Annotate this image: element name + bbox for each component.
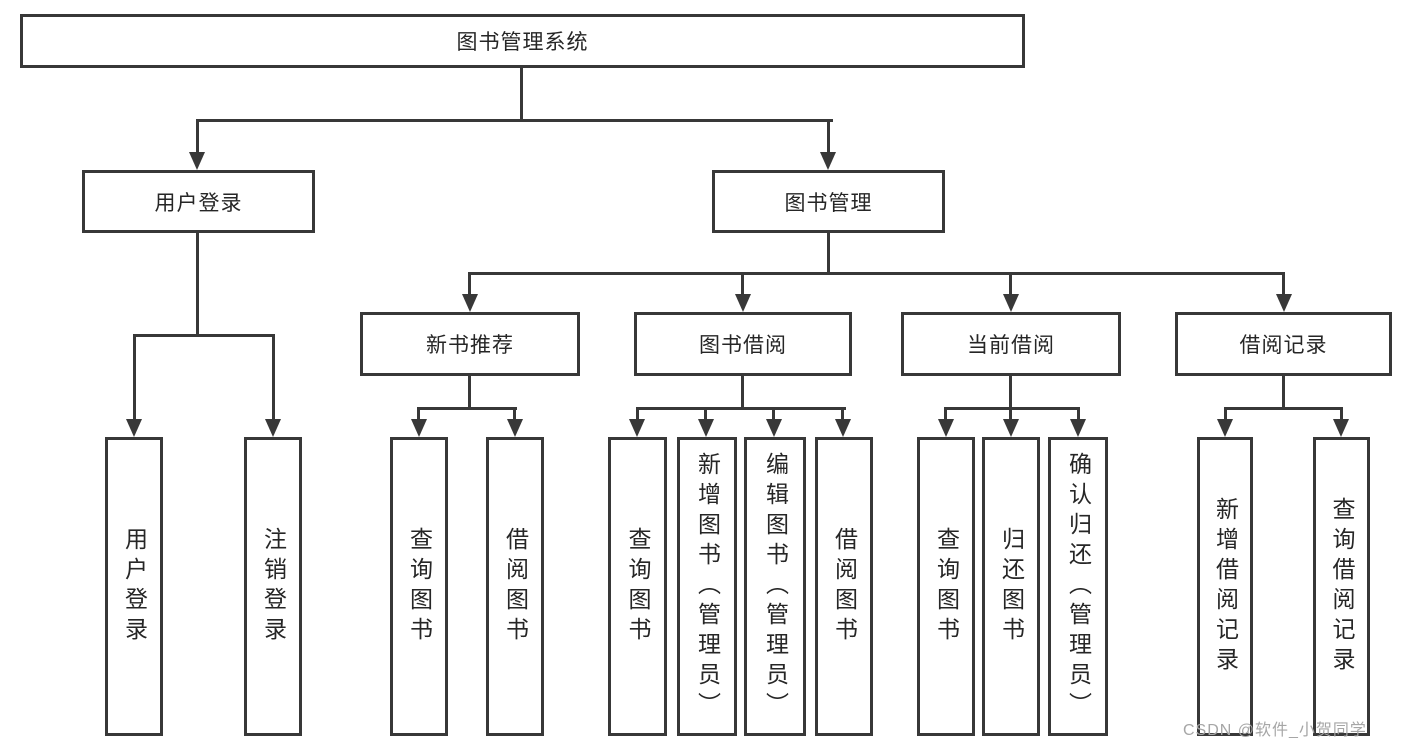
connector-current-borrow-drop-1 (944, 407, 947, 421)
connector-user-login-drop-1 (133, 334, 136, 420)
leaf-user-login-label: 用户登录 (121, 526, 148, 647)
connector-book-borrow-drop-2 (704, 407, 707, 421)
connector-user-login-branch (133, 334, 275, 337)
connector-book-mgmt-drop-1 (468, 272, 471, 296)
node-book-borrow-label: 图书借阅 (699, 334, 787, 357)
leaf-nbr-query-book-label: 查询图书 (406, 526, 433, 647)
connector-borrow-record-branch (1224, 407, 1343, 410)
connector-new-book-rec-stem (468, 376, 471, 409)
arrowhead-to-leaf-logout (265, 419, 281, 437)
connector-user-login-stem (196, 233, 199, 336)
leaf-bb-add-book: 新增图书（管理员） (677, 437, 737, 736)
node-root-label: 图书管理系统 (456, 31, 589, 54)
connector-new-book-rec-branch (417, 407, 517, 410)
node-borrow-record: 借阅记录 (1175, 312, 1392, 376)
connector-current-borrow-branch (944, 407, 1080, 410)
arrowhead-to-cb-confirm-return (1070, 419, 1086, 437)
leaf-br-add-record-label: 新增借阅记录 (1212, 496, 1239, 677)
leaf-logout-label: 注销登录 (260, 526, 287, 647)
connector-book-borrow-drop-4 (841, 407, 844, 421)
node-current-borrow-label: 当前借阅 (967, 334, 1055, 357)
arrowhead-to-new-book-rec (462, 294, 478, 312)
leaf-br-add-record: 新增借阅记录 (1197, 437, 1253, 736)
node-book-mgmt: 图书管理 (712, 170, 945, 233)
leaf-br-query-record: 查询借阅记录 (1313, 437, 1370, 736)
leaf-cb-return-book-label: 归还图书 (998, 526, 1025, 647)
node-book-mgmt-label: 图书管理 (784, 191, 873, 215)
leaf-user-login: 用户登录 (105, 437, 163, 736)
arrowhead-to-bb-add-book (698, 419, 714, 437)
connector-book-borrow-stem (741, 376, 744, 409)
leaf-cb-return-book: 归还图书 (982, 437, 1040, 736)
connector-root-branch (196, 119, 833, 122)
connector-book-borrow-drop-1 (636, 407, 639, 421)
arrowhead-to-bb-borrow-book (835, 419, 851, 437)
node-user-login-label: 用户登录 (154, 191, 243, 215)
connector-new-book-rec-drop-1 (417, 407, 420, 421)
leaf-nbr-borrow-book: 借阅图书 (486, 437, 544, 736)
connector-book-mgmt-drop-4 (1282, 272, 1285, 296)
connector-root-stem (520, 68, 523, 121)
csdn-watermark: CSDN @软件_小贺同学 (1183, 722, 1367, 739)
connector-borrow-record-drop-1 (1224, 407, 1227, 421)
node-borrow-record-label: 借阅记录 (1239, 334, 1328, 357)
connector-book-borrow-drop-3 (772, 407, 775, 421)
connector-book-borrow-branch (636, 407, 846, 410)
connector-root-right-drop (827, 119, 830, 154)
leaf-nbr-borrow-book-label: 借阅图书 (502, 526, 529, 647)
connector-current-borrow-drop-3 (1077, 407, 1080, 421)
arrowhead-to-br-add-record (1217, 419, 1233, 437)
arrowhead-to-current-borrow (1003, 294, 1019, 312)
arrowhead-to-bb-edit-book (766, 419, 782, 437)
leaf-logout: 注销登录 (244, 437, 302, 736)
connector-book-mgmt-branch (468, 272, 1285, 275)
node-root: 图书管理系统 (20, 14, 1025, 68)
arrowhead-to-nbr-query-book (411, 419, 427, 437)
connector-book-mgmt-drop-3 (1009, 272, 1012, 296)
leaf-bb-query-book-label: 查询图书 (625, 526, 651, 647)
arrowhead-to-leaf-user-login (126, 419, 142, 437)
connector-new-book-rec-drop-2 (513, 407, 516, 421)
connector-borrow-record-drop-2 (1340, 407, 1343, 421)
leaf-bb-edit-book: 编辑图书（管理员） (744, 437, 806, 736)
leaf-cb-confirm-return-label: 确认归还（管理员） (1065, 451, 1092, 722)
leaf-bb-borrow-book-label: 借阅图书 (831, 526, 858, 647)
arrowhead-to-cb-query-book (938, 419, 954, 437)
connector-current-borrow-drop-2 (1009, 407, 1012, 421)
arrowhead-to-nbr-borrow-book (507, 419, 523, 437)
leaf-br-query-record-label: 查询借阅记录 (1329, 496, 1355, 677)
connector-root-left-drop (196, 119, 199, 154)
leaf-bb-add-book-label: 新增图书（管理员） (694, 451, 721, 722)
connector-borrow-record-stem (1282, 376, 1285, 409)
connector-book-mgmt-drop-2 (741, 272, 744, 296)
node-current-borrow: 当前借阅 (901, 312, 1121, 376)
node-new-book-rec-label: 新书推荐 (426, 334, 514, 357)
arrowhead-to-user-login (189, 152, 205, 170)
leaf-cb-query-book-label: 查询图书 (933, 526, 960, 647)
arrowhead-to-book-mgmt (820, 152, 836, 170)
arrowhead-to-book-borrow (735, 294, 751, 312)
leaf-nbr-query-book: 查询图书 (390, 437, 448, 736)
connector-current-borrow-stem (1009, 376, 1012, 409)
arrowhead-to-bb-query-book (629, 419, 645, 437)
leaf-cb-query-book: 查询图书 (917, 437, 975, 736)
leaf-bb-edit-book-label: 编辑图书（管理员） (762, 451, 789, 722)
leaf-bb-borrow-book: 借阅图书 (815, 437, 873, 736)
leaf-cb-confirm-return: 确认归还（管理员） (1048, 437, 1108, 736)
arrowhead-to-borrow-record (1276, 294, 1292, 312)
arrowhead-to-cb-return-book (1003, 419, 1019, 437)
node-book-borrow: 图书借阅 (634, 312, 852, 376)
node-user-login: 用户登录 (82, 170, 315, 233)
connector-book-mgmt-stem (827, 233, 830, 274)
arrowhead-to-br-query-record (1333, 419, 1349, 437)
leaf-bb-query-book: 查询图书 (608, 437, 667, 736)
node-new-book-rec: 新书推荐 (360, 312, 580, 376)
connector-user-login-drop-2 (272, 334, 275, 420)
